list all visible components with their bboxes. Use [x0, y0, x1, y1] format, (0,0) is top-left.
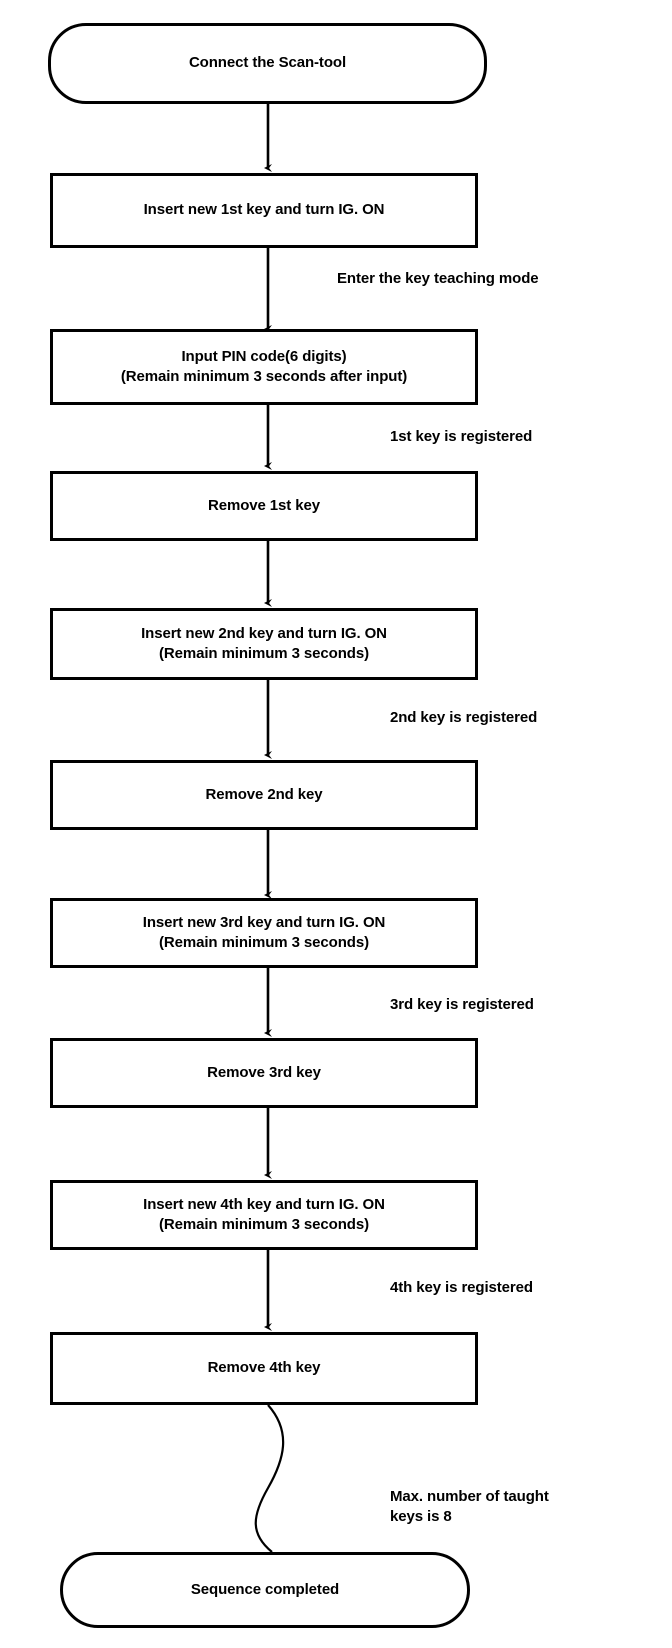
edge-label-1st-key-registered: 1st key is registered	[390, 428, 533, 445]
node-insert-1st-key[interactable]: Insert new 1st key and turn IG. ON	[50, 173, 478, 248]
node-sequence-completed-label: Sequence completed	[190, 1580, 340, 1598]
edge-label-3rd-key-registered: 3rd key is registered	[390, 996, 534, 1013]
node-insert-1st-key-label: Insert new 1st key and turn IG. ON	[143, 201, 385, 219]
node-sequence-completed[interactable]: Sequence completed	[60, 1552, 470, 1628]
node-insert-2nd-key-label: Insert new 2nd key and turn IG. ON (Rema…	[141, 624, 387, 662]
node-start[interactable]: Connect the Scan-tool	[48, 23, 487, 104]
node-remove-3rd-key-label: Remove 3rd key	[207, 1063, 321, 1081]
node-remove-2nd-key[interactable]: Remove 2nd key	[50, 760, 478, 830]
node-remove-4th-key-label: Remove 4th key	[207, 1359, 321, 1377]
node-insert-4th-key-label: Insert new 4th key and turn IG. ON (Rema…	[143, 1195, 385, 1233]
squiggle-connector-key4-remove-to-end	[254, 1404, 285, 1553]
edge-label-enter-teaching-mode: Enter the key teaching mode	[337, 270, 539, 287]
node-remove-4th-key[interactable]: Remove 4th key	[50, 1332, 478, 1405]
node-insert-2nd-key[interactable]: Insert new 2nd key and turn IG. ON (Rema…	[50, 608, 478, 680]
node-insert-4th-key[interactable]: Insert new 4th key and turn IG. ON (Rema…	[50, 1180, 478, 1250]
node-remove-2nd-key-label: Remove 2nd key	[205, 785, 323, 803]
edge-label-max-taught-keys: Max. number of taught keys is 8	[390, 1488, 549, 1525]
node-input-pin-code[interactable]: Input PIN code(6 digits) (Remain minimum…	[50, 329, 478, 405]
node-remove-1st-key[interactable]: Remove 1st key	[50, 471, 478, 541]
node-insert-3rd-key[interactable]: Insert new 3rd key and turn IG. ON (Rema…	[50, 898, 478, 968]
edge-label-4th-key-registered: 4th key is registered	[390, 1279, 533, 1296]
node-insert-3rd-key-label: Insert new 3rd key and turn IG. ON (Rema…	[142, 913, 386, 951]
node-start-label: Connect the Scan-tool	[188, 54, 347, 72]
node-remove-1st-key-label: Remove 1st key	[207, 496, 320, 514]
node-input-pin-code-label: Input PIN code(6 digits) (Remain minimum…	[120, 347, 408, 385]
node-remove-3rd-key[interactable]: Remove 3rd key	[50, 1038, 478, 1108]
edge-label-2nd-key-registered: 2nd key is registered	[390, 709, 538, 726]
